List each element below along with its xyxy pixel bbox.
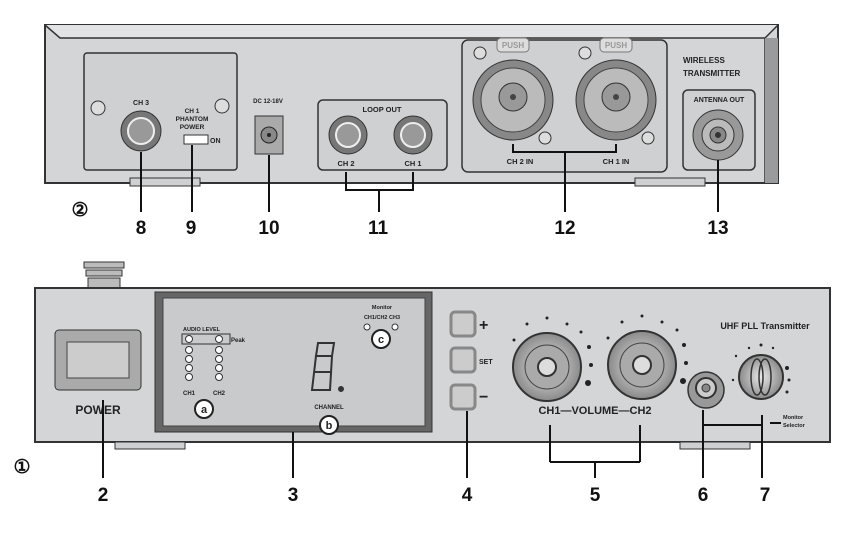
screw-icon bbox=[641, 131, 655, 145]
ch2-volume-knob[interactable] bbox=[607, 330, 677, 400]
ch3-jack[interactable] bbox=[120, 110, 162, 152]
phantom-power-switch[interactable] bbox=[183, 134, 209, 145]
ch2-in-label: CH 2 IN bbox=[507, 157, 534, 166]
phantom-on-label: ON bbox=[210, 138, 221, 145]
knob-scale-dots bbox=[512, 314, 688, 386]
antenna-out-connector[interactable] bbox=[692, 109, 744, 161]
set-label: SET bbox=[479, 359, 493, 366]
front-panel: POWER AUDIO LEVEL Peak CH1 CH2 a bbox=[13, 261, 831, 506]
marker-a bbox=[194, 399, 214, 419]
minus-button[interactable] bbox=[449, 383, 477, 411]
power-label: POWER bbox=[75, 403, 121, 417]
monitor-selector-knob[interactable] bbox=[738, 354, 784, 400]
ch2-in-combo-jack[interactable]: PUSH bbox=[472, 37, 554, 141]
callout-6: 6 bbox=[698, 485, 709, 506]
push-label: PUSH bbox=[502, 41, 524, 50]
peak-label: Peak bbox=[231, 338, 246, 344]
loop-ch1-label: CH 1 bbox=[404, 159, 421, 168]
monitor-ch3-led bbox=[391, 323, 399, 331]
dc-power-jack[interactable] bbox=[254, 115, 284, 155]
minus-label: − bbox=[479, 389, 488, 406]
callout-2: 2 bbox=[98, 485, 109, 506]
model-label: UHF PLL Transmitter bbox=[720, 321, 810, 331]
selector-label-1: Monitor bbox=[783, 415, 804, 421]
callout-7: 7 bbox=[760, 485, 771, 506]
power-button[interactable] bbox=[54, 329, 142, 391]
monitor-options-label: CH1/CH2 CH3 bbox=[364, 315, 400, 321]
figure-marker-front: ① bbox=[13, 457, 30, 478]
callout-4: 4 bbox=[462, 485, 473, 506]
loop-ch2-label: CH 2 bbox=[337, 159, 354, 168]
ch1-volume-knob[interactable] bbox=[512, 332, 582, 402]
ch1-in-label: CH 1 IN bbox=[603, 157, 630, 166]
marker-c bbox=[371, 329, 391, 349]
marker-c-label: c bbox=[378, 334, 384, 346]
figure-marker-rear: ② bbox=[71, 200, 88, 221]
plus-label: + bbox=[479, 317, 488, 334]
phantom-label-2: PHANTOM bbox=[176, 116, 209, 123]
loop-out-label: LOOP OUT bbox=[362, 105, 401, 114]
marker-a-label: a bbox=[201, 404, 208, 416]
channel-label: CHANNEL bbox=[314, 405, 344, 411]
ch3-label: CH 3 bbox=[133, 100, 149, 107]
ch1-level-leds bbox=[185, 335, 193, 381]
callout-8: 8 bbox=[136, 218, 147, 239]
screw-icon bbox=[214, 98, 230, 114]
screw-icon bbox=[473, 46, 487, 60]
screw-icon bbox=[90, 100, 106, 116]
rear-panel: CH 3 CH 1 PHANTOM POWER ON DC 12-18V LOO… bbox=[44, 24, 779, 239]
selector-scale-dots bbox=[731, 343, 791, 394]
marker-b bbox=[319, 415, 339, 435]
antenna-out-label: ANTENNA OUT bbox=[694, 97, 745, 104]
brand-label-1: WIRELESS bbox=[683, 56, 725, 65]
ch1-in-combo-jack[interactable]: PUSH bbox=[575, 37, 657, 141]
plus-button[interactable] bbox=[449, 310, 477, 338]
dc-label: DC 12-18V bbox=[253, 99, 283, 105]
callout-12: 12 bbox=[554, 218, 575, 239]
phantom-label-3: POWER bbox=[180, 124, 205, 131]
callout-13: 13 bbox=[707, 218, 728, 239]
loop-out-ch1-jack[interactable] bbox=[393, 115, 433, 155]
callout-11: 11 bbox=[368, 218, 389, 239]
brand-label-2: TRANSMITTER bbox=[683, 69, 741, 78]
seven-segment-display bbox=[310, 342, 344, 392]
ch1-level-label: CH1 bbox=[183, 391, 196, 397]
monitor-headphone-jack[interactable] bbox=[687, 371, 725, 409]
callout-3: 3 bbox=[288, 485, 299, 506]
monitor-ch1ch2-led bbox=[363, 323, 371, 331]
callout-9: 9 bbox=[186, 218, 197, 239]
callout-10: 10 bbox=[258, 218, 279, 239]
monitor-label: Monitor bbox=[372, 305, 393, 311]
screw-icon bbox=[578, 46, 592, 60]
ch2-level-label: CH2 bbox=[213, 391, 226, 397]
selector-label-2: Selector bbox=[783, 423, 806, 429]
set-button[interactable] bbox=[449, 346, 477, 374]
marker-b-label: b bbox=[326, 420, 333, 432]
screw-icon bbox=[538, 131, 552, 145]
callout-5: 5 bbox=[590, 485, 601, 506]
audio-level-label: AUDIO LEVEL bbox=[183, 327, 221, 333]
phantom-label-1: CH 1 bbox=[185, 108, 200, 115]
ch3-input-panel bbox=[83, 52, 238, 171]
push-label: PUSH bbox=[605, 41, 627, 50]
ch2-level-leds bbox=[215, 335, 223, 381]
volume-label: CH1—VOLUME—CH2 bbox=[538, 405, 651, 417]
antenna-base bbox=[83, 261, 125, 289]
loop-out-ch2-jack[interactable] bbox=[328, 115, 368, 155]
